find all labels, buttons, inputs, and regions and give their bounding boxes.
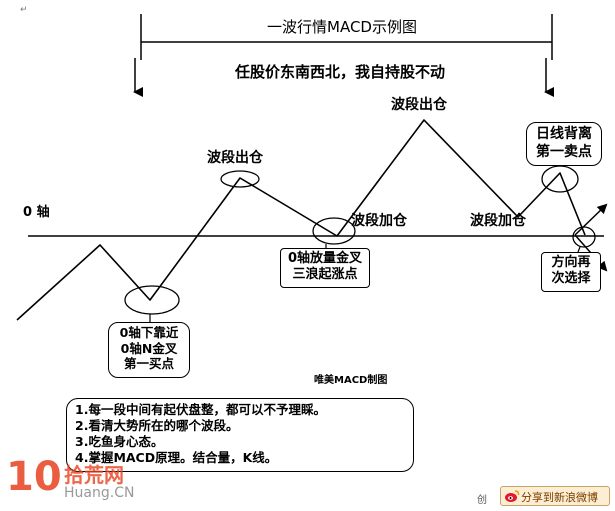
label-wave-add-1: 波段加仓	[351, 213, 407, 229]
box-direction: 方向再 次选择	[541, 252, 601, 292]
note-4: 4.掌握MACD原理。结合量，K线。	[75, 450, 278, 465]
notes-box: 1.每一段中间有起伏盘整，都可以不予理睬。 2.看清大势所在的哪个波段。 3.吃…	[66, 398, 414, 472]
ellipse-first-sell	[541, 165, 579, 193]
logo-cn-text: 拾荒网	[64, 463, 124, 487]
box-first-sell: 日线背离 第一卖点	[526, 122, 602, 166]
logo-number: 10	[6, 454, 62, 500]
share-label: 分享到新浪微博	[521, 491, 598, 504]
logo-url-text: Huang.CN	[64, 485, 135, 501]
credit-label: 唯美MACD制图	[314, 375, 388, 386]
ellipse-first-buy	[124, 285, 180, 315]
weibo-icon	[505, 490, 520, 502]
ellipse-direction	[572, 226, 596, 248]
box-zero-cross-line-2: 三浪起涨点	[292, 267, 358, 283]
share-weibo-button[interactable]: 分享到新浪微博	[500, 486, 610, 506]
label-wave-top-2: 波段出仓	[391, 97, 447, 113]
note-3: 3.吃鱼身心态。	[75, 434, 164, 449]
box-first-buy-line-1: 0轴下靠近	[119, 325, 179, 340]
zero-axis-label: 0 轴	[23, 205, 50, 220]
box-zero-cross: 0轴放量金叉 三浪起涨点	[280, 248, 370, 288]
box-first-sell-line-2: 第一卖点	[536, 143, 592, 160]
arrow-up-right	[574, 203, 608, 236]
box-direction-line-2: 次选择	[551, 271, 591, 287]
box-zero-cross-line-1: 0轴放量金叉	[287, 251, 363, 266]
box-first-buy-line-3: 第一买点	[123, 356, 174, 372]
ellipse-zero-cross	[312, 217, 356, 245]
box-first-buy-line-2: 0轴N金叉	[120, 340, 178, 356]
corner-mark: ↵	[20, 5, 28, 15]
box-direction-line-1: 方向再	[551, 255, 591, 270]
label-wave-top-1: 波段出仓	[207, 150, 263, 166]
diagram-title: 一波行情MACD示例图	[267, 18, 417, 36]
note-2: 2.看清大势所在的哪个波段。	[75, 418, 239, 433]
share-prefix: 创	[477, 495, 487, 506]
diagram-subtitle: 任股价东南西北，我自持股不动	[235, 63, 446, 81]
note-1: 1.每一段中间有起伏盘整，都可以不予理睬。	[75, 402, 326, 417]
ellipse-wave-top-1	[220, 170, 260, 188]
box-first-sell-line-1: 日线背离	[536, 126, 592, 142]
label-wave-add-2: 波段加仓	[470, 213, 526, 229]
site-watermark-logo: 10 拾荒网 Huang.CN	[6, 455, 136, 507]
box-first-buy: 0轴下靠近 0轴N金叉 第一买点	[108, 322, 190, 378]
connector-direction	[577, 246, 581, 253]
